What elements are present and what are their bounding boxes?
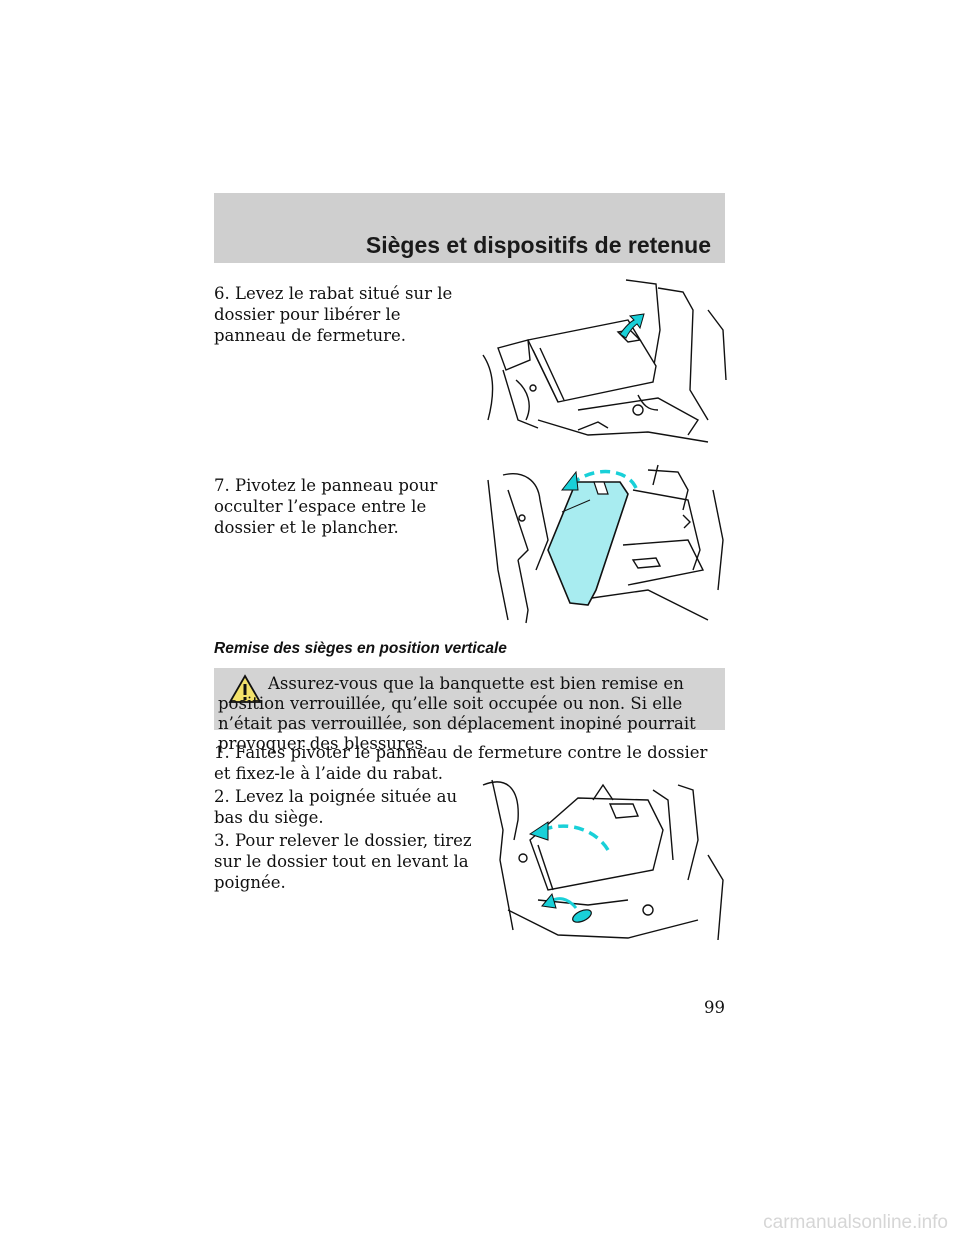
step-1-text: 1. Faites pivoter le panneau de fermetur… (214, 743, 708, 783)
dashed-pivot-arrow-icon (572, 469, 638, 489)
step-3-text: 3. Pour relever le dossier, tirez sur le… (214, 831, 472, 892)
closure-panel (547, 481, 629, 606)
header-band: Sièges et dispositifs de retenue (214, 193, 725, 263)
seat-raise-illustration (482, 779, 724, 941)
seat-flap-illustration (482, 279, 727, 443)
warning-text: Assurez-vous que la banquette est bien r… (218, 674, 696, 753)
step-6-text: 6. Levez le rabat situé sur le dossier p… (214, 284, 453, 345)
warning-box: Assurez-vous que la banquette est bien r… (214, 668, 725, 753)
seat-handle (572, 909, 592, 923)
lift-arrow-icon (619, 313, 645, 339)
panel-pivot-illustration (487, 464, 724, 624)
step-7-text: 7. Pivotez le panneau pour occulter l’es… (214, 476, 438, 537)
section-title: Sièges et dispositifs de retenue (365, 232, 711, 258)
page-number: 99 (704, 998, 725, 1017)
warning-triangle-icon (228, 674, 262, 703)
watermark: carmanualsonline.info (763, 1212, 948, 1233)
subsection-heading: Remise des sièges en position verticale (214, 640, 507, 657)
raise-arrowhead-icon (528, 821, 549, 841)
dashed-raise-arrow-icon (542, 824, 610, 851)
step-2-text: 2. Levez la poignée située au bas du siè… (214, 787, 458, 827)
arrowhead-icon (560, 470, 579, 491)
